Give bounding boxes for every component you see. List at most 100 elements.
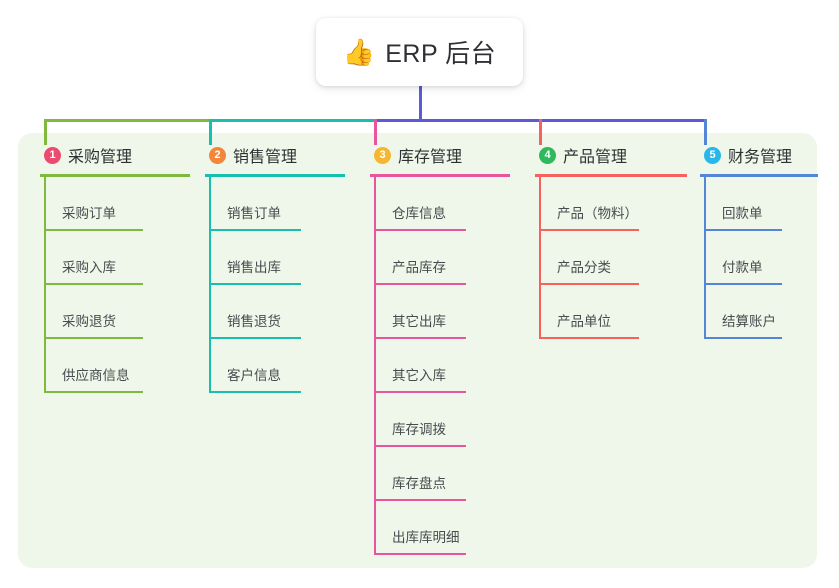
- column-rule: [700, 174, 818, 177]
- column-1: 1 采购管理采购订单采购入库采购退货供应商信息: [40, 142, 190, 393]
- tree-item-label: 产品库存: [392, 260, 446, 275]
- column-title: 采购管理: [68, 149, 133, 166]
- column-badge: 2: [209, 146, 226, 164]
- tree-item[interactable]: 结算账户: [700, 285, 818, 339]
- column-items: 回款单付款单结算账户: [700, 177, 818, 339]
- tree-item-label: 仓库信息: [392, 206, 446, 221]
- tree-item[interactable]: 仓库信息: [370, 177, 510, 231]
- tree-item[interactable]: 销售订单: [205, 177, 345, 231]
- root-node[interactable]: 👍 ERP 后台: [316, 18, 523, 86]
- tree-item-label: 结算账户: [722, 314, 776, 329]
- connector-drop-1: [44, 119, 47, 145]
- tree-item-rule: [704, 337, 782, 339]
- tree-item[interactable]: 客户信息: [205, 339, 345, 393]
- column-header-4[interactable]: 4 产品管理: [535, 142, 687, 168]
- diagram-canvas: [18, 133, 817, 568]
- tree-item-label: 产品分类: [557, 260, 611, 275]
- tree-item-rule: [374, 445, 466, 447]
- tree-item-label: 销售出库: [227, 260, 281, 275]
- tree-item-rule: [539, 229, 639, 231]
- connector-drop-2: [209, 119, 212, 145]
- column-badge: 5: [704, 146, 721, 164]
- tree-item-label: 其它入库: [392, 368, 446, 383]
- tree-item-label: 回款单: [722, 206, 763, 221]
- tree-item-rule: [374, 337, 466, 339]
- tree-item[interactable]: 付款单: [700, 231, 818, 285]
- column-header-1[interactable]: 1 采购管理: [40, 142, 190, 168]
- column-title: 销售管理: [233, 149, 298, 166]
- column-title: 库存管理: [398, 149, 463, 166]
- column-title: 产品管理: [563, 149, 628, 166]
- column-spine: [539, 177, 541, 339]
- column-items: 仓库信息产品库存其它出库其它入库库存调拨库存盘点出库库明细: [370, 177, 510, 555]
- tree-item-label: 供应商信息: [62, 368, 130, 383]
- tree-item-label: 产品单位: [557, 314, 611, 329]
- tree-item[interactable]: 销售退货: [205, 285, 345, 339]
- tree-item-label: 其它出库: [392, 314, 446, 329]
- tree-item-rule: [209, 391, 301, 393]
- tree-item[interactable]: 采购订单: [40, 177, 190, 231]
- tree-item[interactable]: 回款单: [700, 177, 818, 231]
- tree-item[interactable]: 销售出库: [205, 231, 345, 285]
- connector-bus-segment-2: [209, 119, 377, 122]
- tree-item[interactable]: 产品（物料）: [535, 177, 687, 231]
- tree-item-rule: [44, 391, 143, 393]
- column-items: 采购订单采购入库采购退货供应商信息: [40, 177, 190, 393]
- tree-item[interactable]: 其它出库: [370, 285, 510, 339]
- tree-item-rule: [704, 229, 782, 231]
- column-badge: 4: [539, 146, 556, 164]
- tree-item-rule: [44, 229, 143, 231]
- tree-item[interactable]: 其它入库: [370, 339, 510, 393]
- root-title: ERP 后台: [385, 40, 497, 68]
- column-badge: 1: [44, 146, 61, 164]
- tree-item-label: 采购退货: [62, 314, 116, 329]
- tree-item[interactable]: 库存调拨: [370, 393, 510, 447]
- tree-item-label: 库存调拨: [392, 422, 446, 437]
- column-spine: [704, 177, 706, 339]
- tree-item-rule: [209, 337, 301, 339]
- tree-item-rule: [374, 391, 466, 393]
- column-rule: [535, 174, 687, 177]
- tree-item-rule: [539, 283, 639, 285]
- tree-item-label: 库存盘点: [392, 476, 446, 491]
- tree-item[interactable]: 供应商信息: [40, 339, 190, 393]
- column-spine: [209, 177, 211, 393]
- tree-item-label: 付款单: [722, 260, 763, 275]
- tree-item-rule: [44, 337, 143, 339]
- tree-item[interactable]: 产品库存: [370, 231, 510, 285]
- connector-drop-3: [374, 119, 377, 145]
- tree-item-label: 采购订单: [62, 206, 116, 221]
- tree-item[interactable]: 采购退货: [40, 285, 190, 339]
- tree-item-rule: [209, 283, 301, 285]
- column-rule: [205, 174, 345, 177]
- tree-item[interactable]: 产品单位: [535, 285, 687, 339]
- column-spine: [44, 177, 46, 393]
- tree-item-label: 销售退货: [227, 314, 281, 329]
- thumbs-up-icon: 👍: [342, 37, 376, 67]
- column-header-2[interactable]: 2 销售管理: [205, 142, 345, 168]
- tree-item[interactable]: 产品分类: [535, 231, 687, 285]
- column-header-5[interactable]: 5 财务管理: [700, 142, 818, 168]
- tree-item[interactable]: 采购入库: [40, 231, 190, 285]
- column-items: 产品（物料） 产品分类产品单位: [535, 177, 687, 339]
- tree-item[interactable]: 出库库明细: [370, 501, 510, 555]
- tree-item[interactable]: 库存盘点: [370, 447, 510, 501]
- tree-item-rule: [374, 283, 466, 285]
- column-5: 5 财务管理回款单付款单结算账户: [700, 142, 818, 339]
- tree-item-label: 客户信息: [227, 368, 281, 383]
- tree-item-rule: [374, 229, 466, 231]
- column-spine: [374, 177, 376, 555]
- tree-item-label: 出库库明细: [392, 530, 460, 545]
- tree-item-label: 产品（物料）: [557, 206, 638, 221]
- tree-item-rule: [209, 229, 301, 231]
- column-title: 财务管理: [728, 149, 793, 166]
- connector-root-stem: [419, 86, 422, 122]
- column-rule: [40, 174, 190, 177]
- connector-drop-4: [539, 119, 542, 145]
- tree-item-rule: [539, 337, 639, 339]
- tree-item-label: 销售订单: [227, 206, 281, 221]
- tree-item-rule: [374, 499, 466, 501]
- tree-item-rule: [44, 283, 143, 285]
